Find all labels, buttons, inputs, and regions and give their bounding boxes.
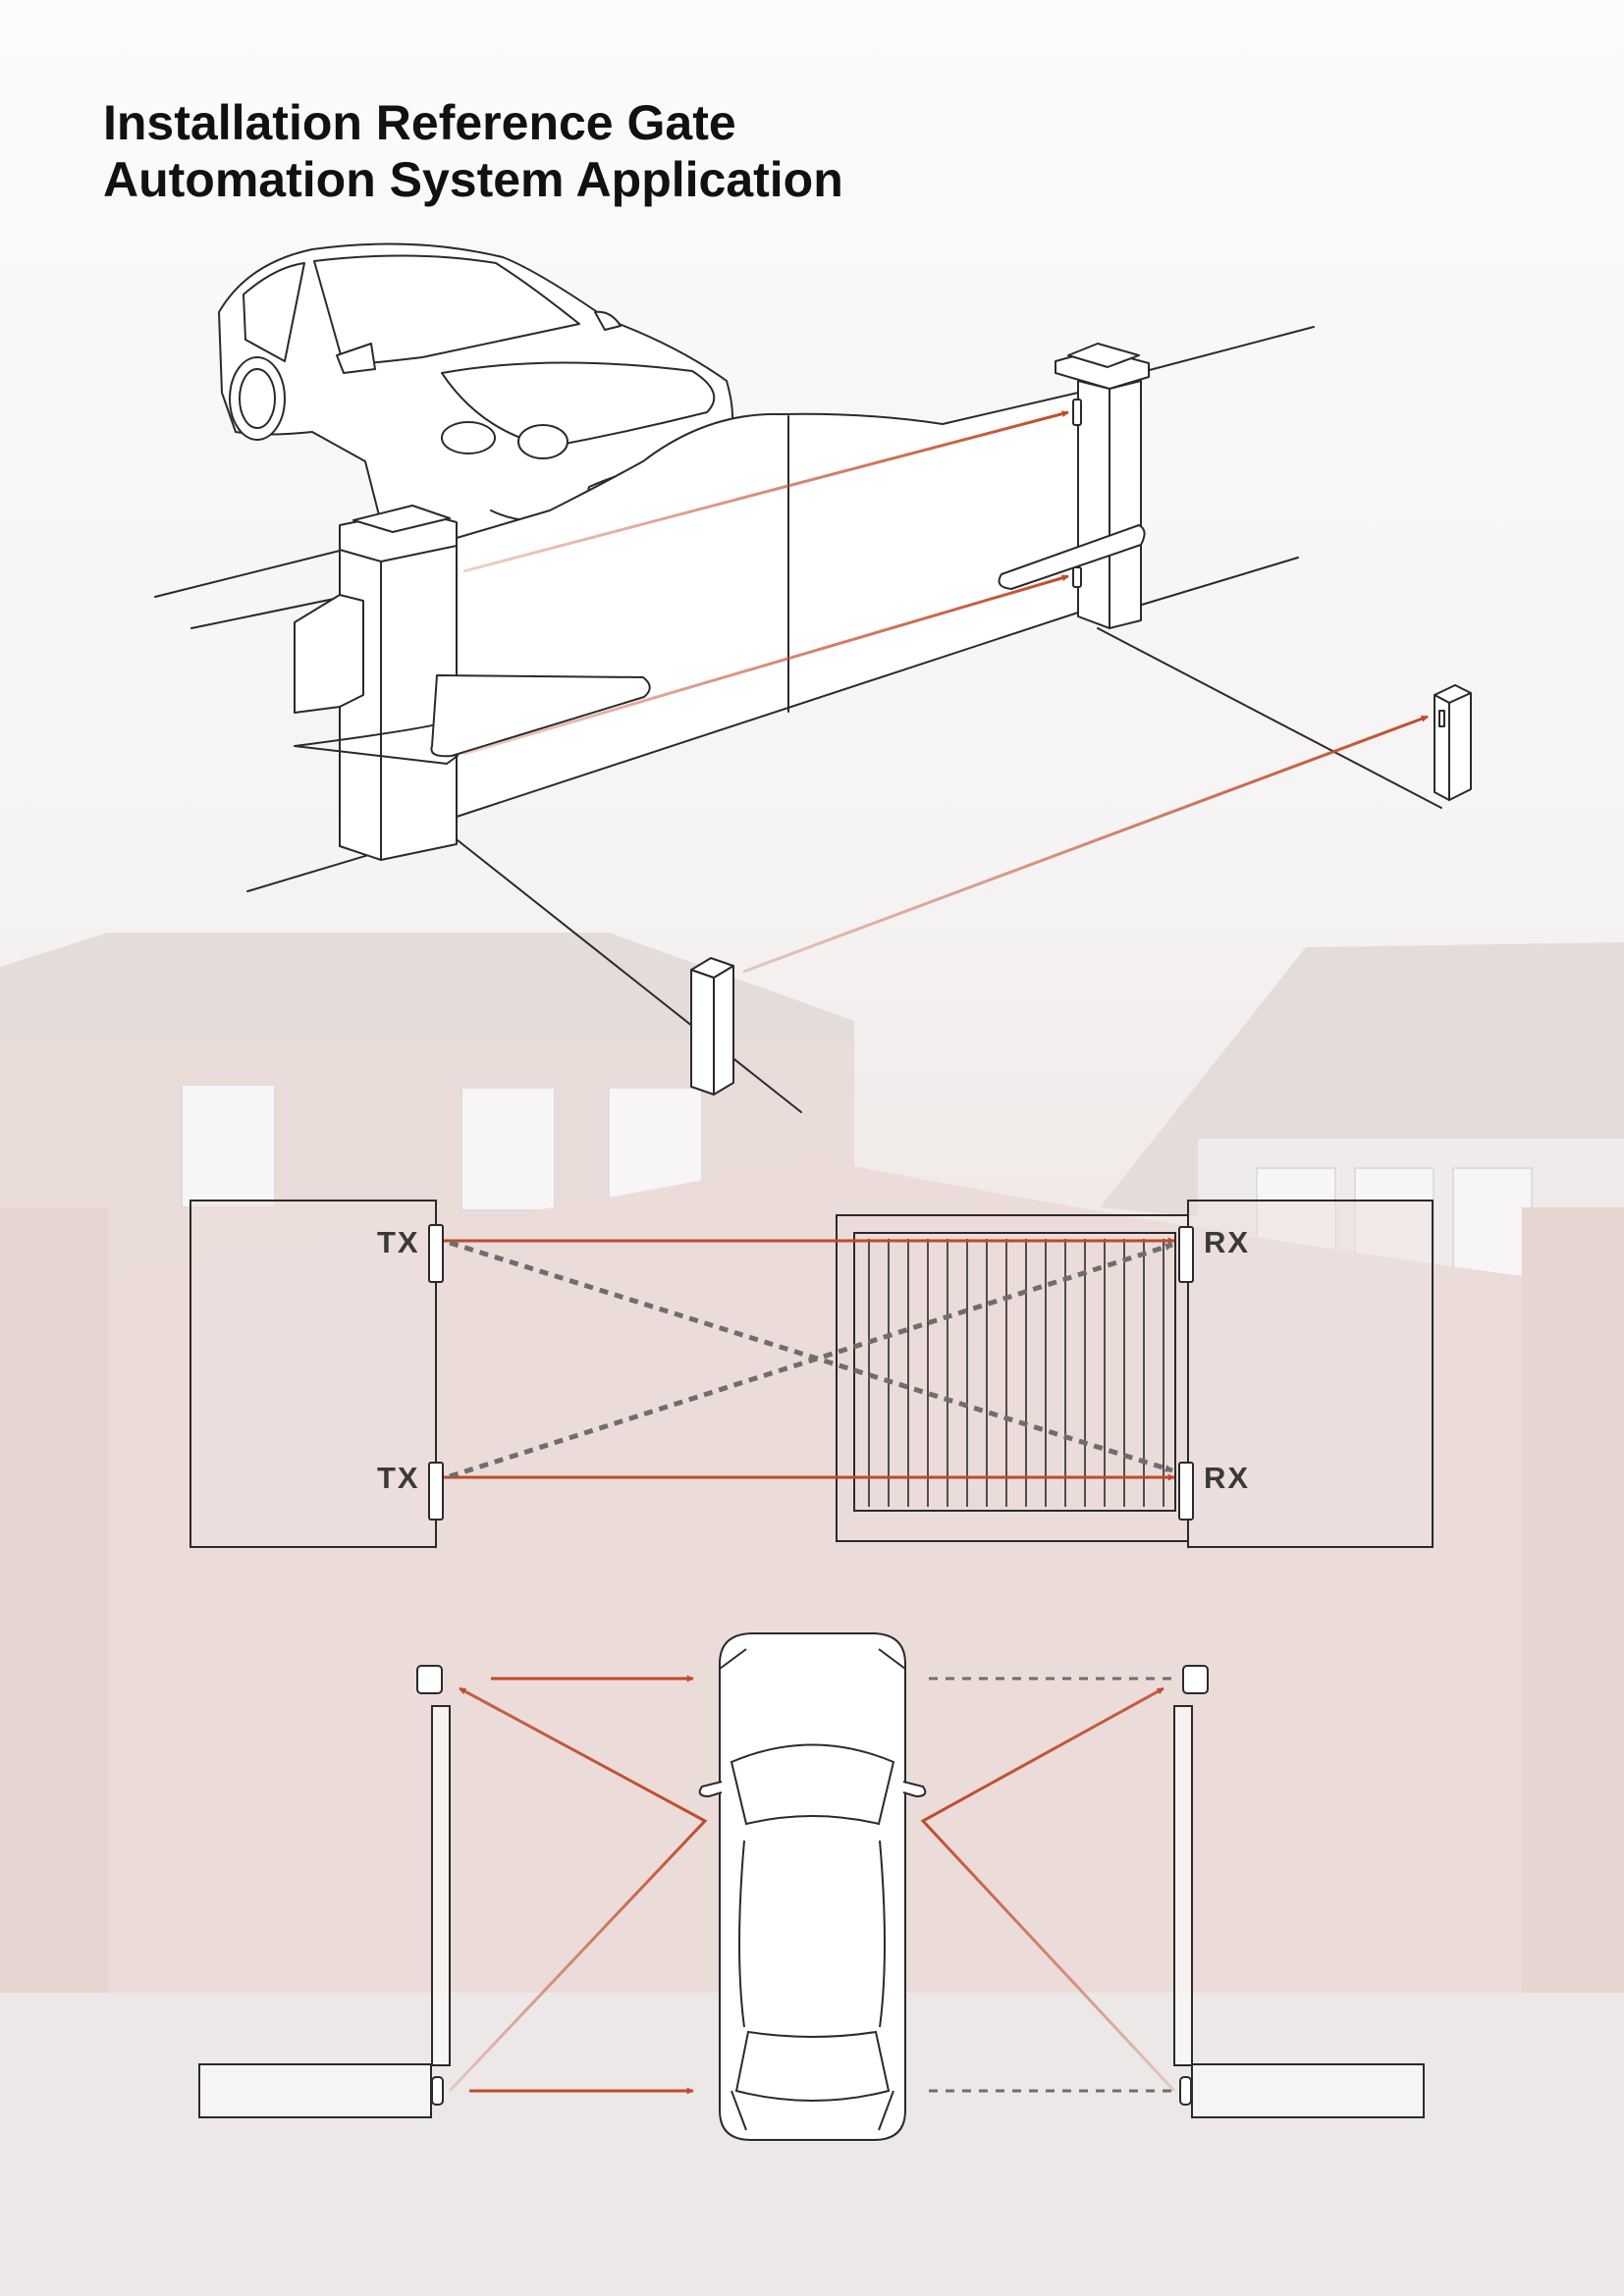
gate-post-icon-left <box>294 505 458 861</box>
tx-sensor-bottom <box>428 1462 444 1521</box>
beam-cross-down <box>449 1240 1173 1473</box>
motor-housing <box>294 594 364 714</box>
right-pillar-panel <box>1187 1200 1434 1548</box>
photocell-sensor-icon-lower <box>1072 566 1082 588</box>
gate-operator-arm-right <box>998 524 1146 590</box>
beam-lower <box>462 574 1069 756</box>
left-pillar-panel <box>189 1200 437 1548</box>
beam-cross-up <box>449 1242 1173 1479</box>
sensor-bottom-left <box>431 2076 444 2106</box>
tx-label-bottom: TX <box>377 1461 420 1495</box>
top-view-diagram <box>198 1632 1425 2141</box>
page-title-line-2: Automation System Application <box>103 152 843 207</box>
top-view-car-icon <box>698 1632 927 2141</box>
rx-label-top: RX <box>1204 1225 1250 1259</box>
page-title-line-1: Installation Reference Gate <box>103 95 736 150</box>
perspective-gate-scene <box>154 242 1472 1113</box>
page-title: Installation Reference Gate Automation S… <box>103 94 843 208</box>
sensor-top-right <box>1182 1665 1209 1694</box>
tx-sensor-top <box>428 1224 444 1283</box>
sensor-top-left <box>416 1665 443 1694</box>
gate-post-icon-right <box>1055 343 1150 629</box>
beam-diagonal-left <box>448 1686 708 2093</box>
photocell-sensor-icon-upper <box>1072 399 1082 426</box>
beam-diagonal-right <box>920 1686 1176 2093</box>
rx-sensor-bottom <box>1178 1462 1194 1521</box>
gate-frame-outer <box>836 1214 1189 1542</box>
ground-lines <box>154 326 1442 1113</box>
gate-leaf-left-open <box>431 1705 451 2066</box>
tx-label-top: TX <box>377 1225 420 1259</box>
sensor-bottom-right <box>1179 2076 1192 2106</box>
photocell-sensor-icon-near <box>690 957 734 1095</box>
rx-sensor-top <box>1178 1226 1194 1283</box>
post-bottom-left <box>198 2063 432 2118</box>
gate-frame-inner <box>853 1232 1176 1512</box>
beam-upper <box>462 410 1069 573</box>
tx-rx-front-diagram: TX TX RX RX <box>189 1200 1434 1548</box>
post-bottom-right <box>1191 2063 1425 2118</box>
gate-leaf-right-open <box>1173 1705 1193 2066</box>
car-outline-icon <box>218 242 733 551</box>
beam-ground <box>742 715 1429 974</box>
photocell-sensor-icon-far <box>1434 684 1472 801</box>
gate-bars <box>868 1239 1164 1507</box>
rx-label-bottom: RX <box>1204 1461 1250 1495</box>
perspective-beams <box>462 410 1429 974</box>
gate-operator-arm-left-body <box>430 674 651 758</box>
